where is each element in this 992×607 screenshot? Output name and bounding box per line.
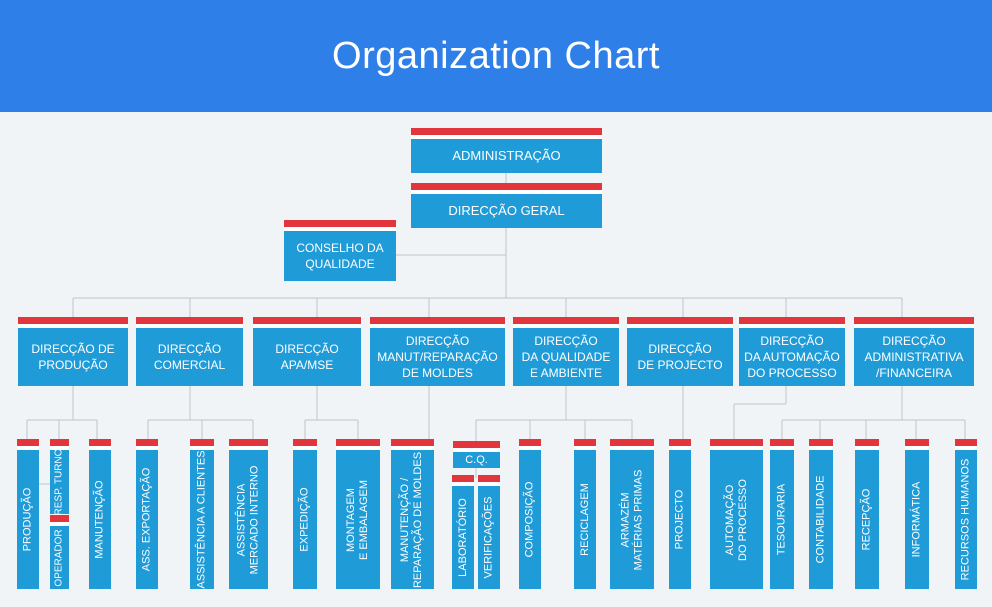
node-projecto[interactable]: PROJECTO bbox=[669, 446, 691, 589]
node-label: PROJECTO bbox=[673, 489, 686, 550]
node-manutencao[interactable]: MANUTENÇÃO bbox=[89, 446, 111, 589]
node-direccao-comercial[interactable]: DIRECÇÃO COMERCIAL bbox=[136, 324, 243, 386]
node-direccao-qualidade-ambiente[interactable]: DIRECÇÃO DA QUALIDADE E AMBIENTE bbox=[513, 324, 619, 386]
node-label: DIRECÇÃO GERAL bbox=[448, 203, 565, 218]
node-laboratorio[interactable]: LABORATÓRIO bbox=[452, 482, 474, 589]
node-verificacoes[interactable]: VERIFICAÇÕES bbox=[478, 482, 500, 589]
node-assistencia-mercado[interactable]: ASSISTÊNCIA MERCADO INTERNO bbox=[229, 446, 268, 589]
node-manutencao-reparacao[interactable]: MANUTENÇÃO / REPARAÇÃO DE MOLDES bbox=[391, 446, 434, 589]
node-label: ASSISTÊNCIA A CLIENTES bbox=[195, 450, 208, 589]
node-label: INFORMÁTICA bbox=[910, 481, 923, 558]
node-label: DIRECÇÃO ADMINISTRATIVA /FINANCEIRA bbox=[864, 334, 964, 380]
node-armazem[interactable]: ARMAZÉM MATÉRIAS PRIMAS bbox=[610, 446, 654, 589]
node-ass-exportacao[interactable]: ASS. EXPORTAÇÃO bbox=[136, 446, 158, 589]
node-label: CONSELHO DA QUALIDADE bbox=[296, 241, 384, 271]
node-tesouraria[interactable]: TESOURARIA bbox=[770, 446, 794, 589]
node-direccao-manutencao-moldes[interactable]: DIRECÇÃO MANUT/REPARAÇÃO DE MOLDES bbox=[370, 324, 505, 386]
node-cq[interactable]: C.Q. bbox=[453, 448, 500, 468]
node-label: MONTAGEM E EMBALAGEM bbox=[345, 479, 371, 560]
node-recepcao[interactable]: RECEPÇÃO bbox=[855, 446, 879, 589]
node-label: AUTOMAÇÃO DO PROCESSO bbox=[723, 478, 749, 561]
node-assistencia-clientes[interactable]: ASSISTÊNCIA A CLIENTES bbox=[190, 446, 214, 589]
node-direccao-geral[interactable]: DIRECÇÃO GERAL bbox=[411, 190, 602, 228]
node-label: EXPEDIÇÃO bbox=[298, 487, 311, 552]
node-expedicao[interactable]: EXPEDIÇÃO bbox=[293, 446, 317, 589]
node-label: DIRECÇÃO DA QUALIDADE E AMBIENTE bbox=[521, 334, 611, 380]
node-label: DIRECÇÃO MANUT/REPARAÇÃO DE MOLDES bbox=[377, 334, 498, 380]
node-resp-turno[interactable]: RESP. TURNO bbox=[50, 446, 69, 516]
node-direccao-projecto[interactable]: DIRECÇÃO DE PROJECTO bbox=[627, 324, 733, 386]
node-direccao-automacao[interactable]: DIRECÇÃO DA AUTOMAÇÃO DO PROCESSO bbox=[739, 324, 845, 386]
node-label: MANUTENÇÃO bbox=[93, 480, 106, 559]
node-automacao-processo[interactable]: AUTOMAÇÃO DO PROCESSO bbox=[710, 446, 763, 589]
node-label: DIRECÇÃO COMERCIAL bbox=[153, 342, 226, 372]
node-reciclagem[interactable]: RECICLAGEM bbox=[574, 446, 596, 589]
node-recursos-humanos[interactable]: RECURSOS HUMANOS bbox=[955, 446, 977, 589]
node-administracao[interactable]: ADMINISTRAÇÃO bbox=[411, 135, 602, 173]
node-label: DIRECÇÃO DE PROJECTO bbox=[637, 342, 723, 372]
node-label: RECEPÇÃO bbox=[860, 488, 873, 551]
node-label: ASSISTÊNCIA MERCADO INTERNO bbox=[235, 465, 261, 574]
connector-lines bbox=[26, 173, 966, 485]
node-conselho-qualidade[interactable]: CONSELHO DA QUALIDADE bbox=[284, 227, 396, 281]
node-label: ASS. EXPORTAÇÃO bbox=[140, 467, 153, 572]
node-producao[interactable]: PRODUÇÃO bbox=[17, 446, 39, 589]
node-label: DIRECÇÃO DA AUTOMAÇÃO DO PROCESSO bbox=[744, 334, 840, 380]
page-title: Organization Chart bbox=[332, 35, 660, 77]
node-label: CONTABILIDADE bbox=[814, 475, 827, 564]
header-bar: Organization Chart bbox=[0, 0, 992, 112]
node-label: MANUTENÇÃO / REPARAÇÃO DE MOLDES bbox=[399, 451, 425, 588]
node-label: DIRECÇÃO DE PRODUÇÃO bbox=[31, 342, 115, 372]
node-label: ARMAZÉM MATÉRIAS PRIMAS bbox=[619, 469, 644, 570]
node-label: RESP. TURNO bbox=[53, 448, 65, 516]
node-label: C.Q. bbox=[465, 454, 488, 466]
node-label: RECICLAGEM bbox=[578, 483, 591, 556]
node-label: OPERADOR bbox=[53, 528, 65, 587]
node-montagem[interactable]: MONTAGEM E EMBALAGEM bbox=[336, 446, 380, 589]
node-contabilidade[interactable]: CONTABILIDADE bbox=[809, 446, 833, 589]
node-direccao-producao[interactable]: DIRECÇÃO DE PRODUÇÃO bbox=[18, 324, 128, 386]
node-label: LABORATÓRIO bbox=[456, 498, 469, 577]
node-label: PRODUÇÃO bbox=[21, 487, 34, 552]
node-direccao-apa-mse[interactable]: DIRECÇÃO APA/MSE bbox=[253, 324, 361, 386]
node-composicao[interactable]: COMPOSIÇÃO bbox=[519, 446, 541, 589]
node-label: COMPOSIÇÃO bbox=[523, 481, 536, 558]
node-informatica[interactable]: INFORMÁTICA bbox=[905, 446, 929, 589]
node-label: VERIFICAÇÕES bbox=[482, 496, 495, 579]
node-label: DIRECÇÃO APA/MSE bbox=[275, 342, 339, 372]
node-label: TESOURARIA bbox=[775, 483, 788, 556]
node-label: RECURSOS HUMANOS bbox=[959, 458, 972, 581]
node-operador[interactable]: OPERADOR bbox=[50, 522, 69, 589]
org-chart: ADMINISTRAÇÃO DIRECÇÃO GERAL CONSELHO DA… bbox=[0, 112, 992, 607]
node-label: ADMINISTRAÇÃO bbox=[452, 148, 561, 163]
node-direccao-administrativa-financeira[interactable]: DIRECÇÃO ADMINISTRATIVA /FINANCEIRA bbox=[854, 324, 974, 386]
